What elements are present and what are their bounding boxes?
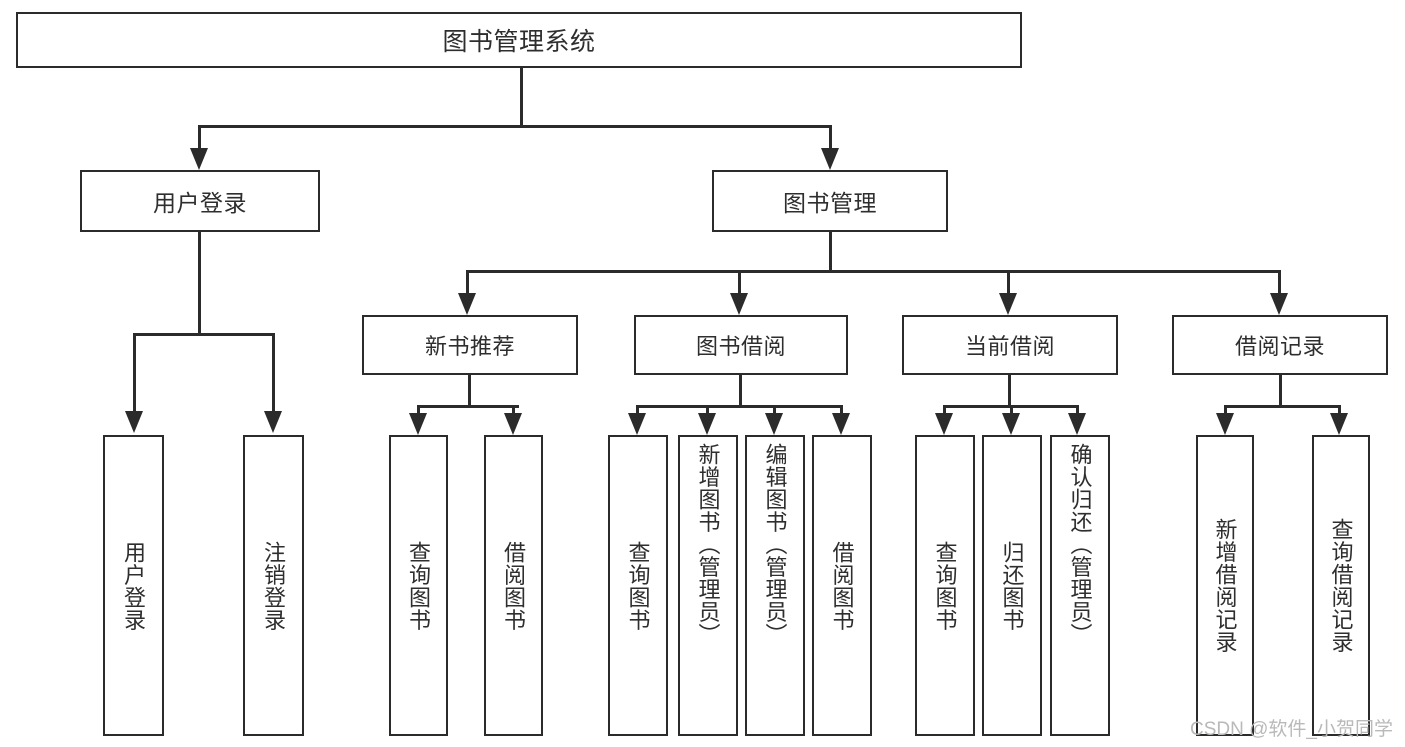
connector-nbr-bus bbox=[417, 405, 519, 408]
leaf-return-book[interactable]: 归还图书 bbox=[982, 435, 1042, 736]
connector-cb-stem bbox=[1008, 375, 1011, 407]
arrow-to-new-book-recommend bbox=[458, 293, 476, 315]
arrow-to-current-borrow bbox=[999, 293, 1017, 315]
leaf-query-book-current[interactable]: 查询图书 bbox=[915, 435, 975, 736]
node-book-borrow[interactable]: 图书借阅 bbox=[634, 315, 848, 375]
connector-br-drop-1 bbox=[1224, 405, 1227, 417]
arrow-to-leaf-query-book-1 bbox=[409, 413, 427, 435]
connector-bm-drop-1 bbox=[466, 270, 469, 295]
leaf-borrow-book-borrow[interactable]: 借阅图书 bbox=[812, 435, 872, 736]
arrow-to-leaf-edit-book bbox=[765, 413, 783, 435]
connector-nbr-drop-1 bbox=[417, 405, 420, 417]
arrow-to-leaf-query-book-2 bbox=[628, 413, 646, 435]
arrow-to-leaf-logout bbox=[264, 411, 282, 433]
node-user-login[interactable]: 用户登录 bbox=[80, 170, 320, 232]
connector-user-login-stem bbox=[198, 232, 201, 335]
connector-root-stem bbox=[520, 68, 523, 127]
connector-cb-drop-1 bbox=[943, 405, 946, 417]
leaf-add-borrow-record[interactable]: 新增借阅记录 bbox=[1196, 435, 1254, 736]
arrow-to-leaf-borrow-book-1 bbox=[504, 413, 522, 435]
node-book-manage[interactable]: 图书管理 bbox=[712, 170, 948, 232]
connector-cb-drop-2 bbox=[1010, 405, 1013, 417]
leaf-borrow-book-recommend[interactable]: 借阅图书 bbox=[484, 435, 543, 736]
connector-root-bus bbox=[198, 125, 832, 128]
arrow-to-borrow-record bbox=[1270, 293, 1288, 315]
connector-user-login-left-drop bbox=[133, 333, 136, 413]
connector-user-login-right-drop bbox=[272, 333, 275, 413]
leaf-query-borrow-record[interactable]: 查询借阅记录 bbox=[1312, 435, 1370, 736]
connector-nbr-stem bbox=[468, 375, 471, 407]
leaf-query-book-borrow[interactable]: 查询图书 bbox=[608, 435, 668, 736]
connector-br-drop-2 bbox=[1338, 405, 1341, 417]
node-new-book-recommend[interactable]: 新书推荐 bbox=[362, 315, 578, 375]
arrow-to-book-borrow bbox=[730, 293, 748, 315]
arrow-to-user-login bbox=[190, 148, 208, 170]
leaf-add-book-admin[interactable]: 新增图书（管理员） bbox=[678, 435, 738, 736]
arrow-to-leaf-return-book bbox=[1002, 413, 1020, 435]
node-root-system[interactable]: 图书管理系统 bbox=[16, 12, 1022, 68]
connector-bb-drop-2 bbox=[706, 405, 709, 417]
connector-br-stem bbox=[1279, 375, 1282, 407]
arrow-to-leaf-borrow-book-2 bbox=[832, 413, 850, 435]
arrow-to-leaf-query-book-3 bbox=[935, 413, 953, 435]
connector-cb-drop-3 bbox=[1076, 405, 1079, 417]
node-borrow-record[interactable]: 借阅记录 bbox=[1172, 315, 1388, 375]
leaf-user-login[interactable]: 用户登录 bbox=[103, 435, 164, 736]
connector-user-login-bus bbox=[133, 333, 275, 336]
connector-root-right-drop bbox=[829, 125, 832, 150]
leaf-edit-book-admin[interactable]: 编辑图书（管理员） bbox=[745, 435, 805, 736]
arrow-to-leaf-add-record bbox=[1216, 413, 1234, 435]
connector-book-manage-bus bbox=[466, 270, 1281, 273]
connector-bm-drop-4 bbox=[1278, 270, 1281, 295]
leaf-confirm-return-admin[interactable]: 确认归还（管理员） bbox=[1050, 435, 1110, 736]
connector-bb-stem bbox=[739, 375, 742, 407]
connector-bb-drop-3 bbox=[773, 405, 776, 417]
connector-br-bus bbox=[1224, 405, 1341, 408]
leaf-logout-login[interactable]: 注销登录 bbox=[243, 435, 304, 736]
arrow-to-leaf-user-login bbox=[125, 411, 143, 433]
connector-bb-drop-4 bbox=[840, 405, 843, 417]
arrow-to-leaf-confirm-return bbox=[1068, 413, 1086, 435]
connector-bm-drop-3 bbox=[1007, 270, 1010, 295]
node-current-borrow[interactable]: 当前借阅 bbox=[902, 315, 1118, 375]
arrow-to-book-manage bbox=[821, 148, 839, 170]
arrow-to-leaf-query-record bbox=[1330, 413, 1348, 435]
connector-nbr-drop-2 bbox=[512, 405, 515, 417]
leaf-query-book-recommend[interactable]: 查询图书 bbox=[389, 435, 448, 736]
connector-root-left-drop bbox=[198, 125, 201, 150]
connector-bm-drop-2 bbox=[738, 270, 741, 295]
connector-book-manage-stem bbox=[829, 232, 832, 272]
connector-bb-bus bbox=[636, 405, 842, 408]
arrow-to-leaf-add-book bbox=[698, 413, 716, 435]
connector-bb-drop-1 bbox=[636, 405, 639, 417]
